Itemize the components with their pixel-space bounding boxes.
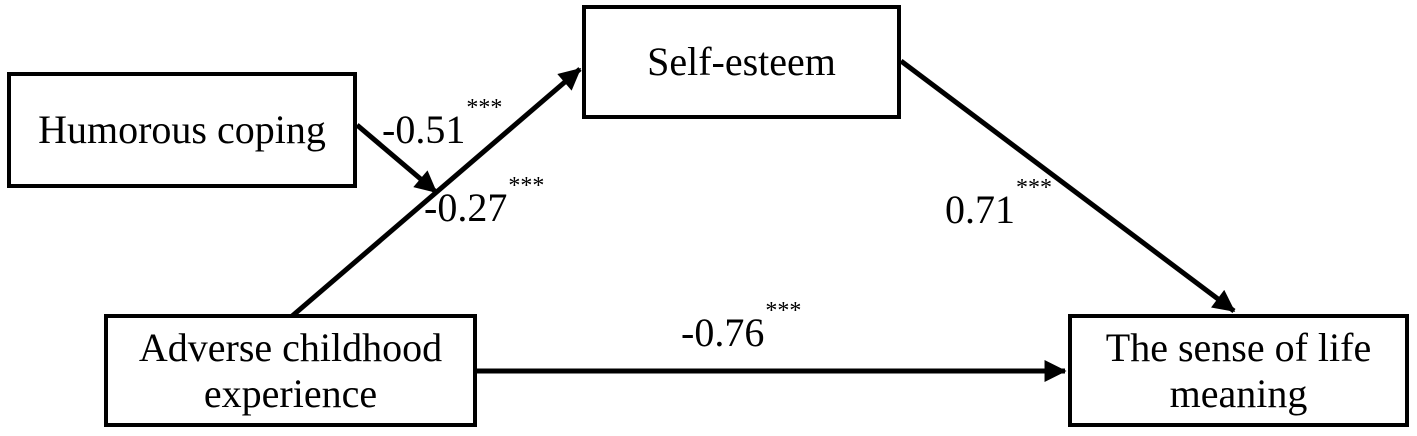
significance-stars: *** — [765, 298, 802, 325]
coefficient-value: -0.76 — [681, 310, 765, 355]
coefficient-ace-meaning: -0.76*** — [681, 299, 801, 355]
arrow-ace-to-selfesteem — [289, 67, 582, 319]
node-adverse-childhood-experience: Adverse childhood experience — [104, 314, 477, 427]
node-humorous-coping: Humorous coping — [7, 72, 357, 188]
significance-stars: *** — [1016, 175, 1052, 202]
node-sense-of-life-meaning: The sense of life meaning — [1068, 314, 1409, 427]
significance-stars: *** — [508, 173, 545, 200]
node-humorous-coping-label: Humorous coping — [38, 107, 326, 152]
arrow-selfesteem-to-meaning — [899, 59, 1236, 313]
coefficient-value: -0.27 — [424, 185, 508, 230]
node-self-esteem: Self-esteem — [582, 5, 901, 119]
coefficient-humorous-moderation: -0.51*** — [382, 96, 502, 152]
coefficient-value: 0.71 — [945, 187, 1015, 232]
coefficient-value: -0.51 — [382, 107, 466, 152]
node-sense-of-life-meaning-label: The sense of life meaning — [1105, 324, 1372, 416]
node-self-esteem-label: Self-esteem — [647, 39, 836, 84]
coefficient-selfesteem-meaning: 0.71*** — [945, 176, 1052, 232]
arrow-humorous-to-mediation-path — [355, 123, 438, 194]
coefficient-ace-selfesteem: -0.27*** — [424, 174, 544, 230]
node-adverse-childhood-experience-label: Adverse childhood experience — [138, 324, 443, 416]
significance-stars: *** — [466, 95, 503, 122]
